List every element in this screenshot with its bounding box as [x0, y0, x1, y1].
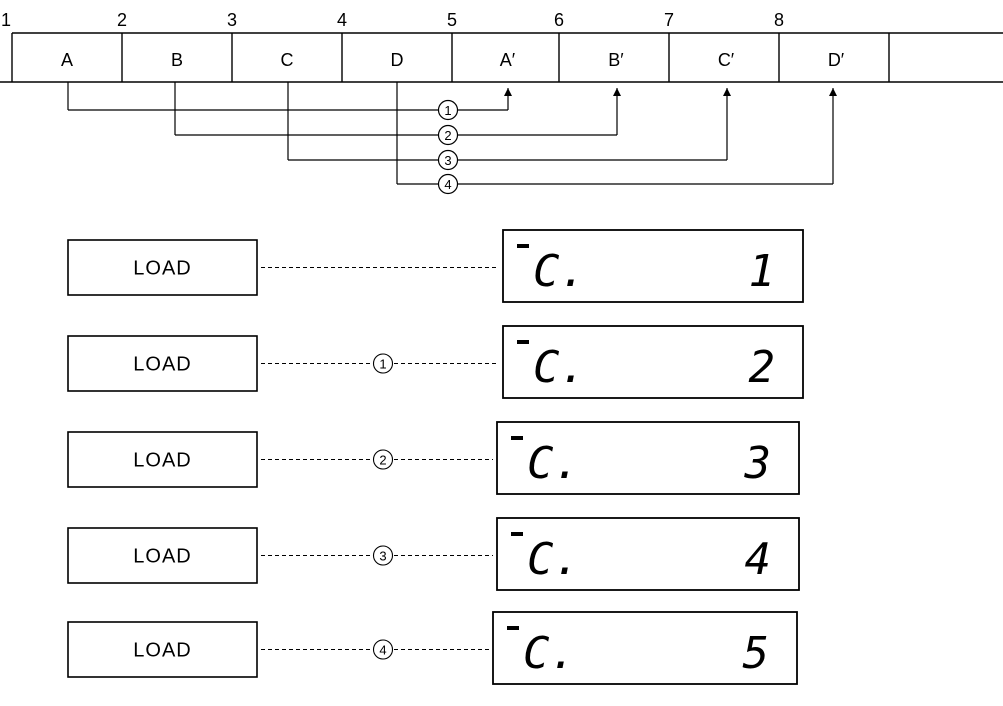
lcd-minus-segment [507, 626, 519, 630]
load-button-box [67, 527, 258, 584]
lcd-prefix: C. [533, 246, 586, 297]
load-button-box [67, 239, 258, 296]
lcd-display-box [502, 229, 804, 303]
lcd-minus-segment [517, 244, 529, 248]
lcd-prefix: C. [533, 342, 586, 393]
load-button-label: LOAD [133, 546, 191, 568]
step-marker-number: 1 [444, 103, 451, 118]
lcd-display-box [492, 611, 798, 685]
tape-position-number: 3 [227, 10, 237, 30]
tape-cell-label: B′ [608, 50, 624, 70]
lcd-value: 3 [744, 438, 772, 489]
step-marker-circle [372, 449, 394, 470]
transfer-connectors: 1 2 3 4 [67, 82, 837, 195]
lcd-value: 2 [749, 342, 776, 393]
load-step: LOAD 1 C. 2 [67, 325, 804, 399]
tape-cell-label: A [61, 50, 73, 70]
tape-cell-label: C [281, 50, 294, 70]
tape-position-number: 2 [117, 10, 127, 30]
lcd-minus-segment [511, 532, 523, 536]
tape-position-number: 8 [774, 10, 784, 30]
step-marker-number: 3 [444, 153, 451, 168]
load-step: LOAD 2 C. 3 [67, 421, 800, 495]
tape-cell-label: A′ [500, 50, 516, 70]
step-marker-circle [437, 173, 459, 195]
lcd-display-box [496, 517, 800, 591]
load-step: LOAD 3 C. 4 [67, 517, 800, 591]
load-button-box [67, 431, 258, 488]
step-marker-circle [437, 99, 459, 121]
tape-cell-label: D [391, 50, 404, 70]
lcd-prefix: C. [523, 628, 576, 679]
load-button-box [67, 335, 258, 392]
tape-position-number: 7 [664, 10, 674, 30]
load-button-label: LOAD [133, 354, 191, 376]
load-button-label: LOAD [133, 450, 191, 472]
lcd-prefix: C. [527, 438, 580, 489]
lcd-value: 4 [745, 534, 772, 585]
lcd-minus-segment [517, 340, 529, 344]
lcd-minus-segment [511, 436, 523, 440]
lcd-value: 1 [749, 246, 776, 297]
step-marker-circle [437, 149, 459, 171]
tape-cell-label: B [171, 50, 183, 70]
tape-cell-label: C′ [718, 50, 735, 70]
load-button-label: LOAD [133, 258, 191, 280]
lcd-display-box [502, 325, 804, 399]
step-marker-number: 2 [379, 453, 386, 468]
step-marker-circle [372, 353, 394, 374]
lcd-display-box [496, 421, 800, 495]
step-marker-number: 1 [379, 357, 386, 372]
step-marker-circle [437, 124, 459, 146]
tape-cell-label: D′ [828, 50, 845, 70]
lcd-prefix: C. [527, 534, 580, 585]
load-step: LOAD 4 C. 5 [67, 611, 798, 685]
step-marker-circle [372, 639, 394, 660]
tape-position-number: 5 [447, 10, 457, 30]
tape-position-number: 1 [1, 10, 11, 30]
tape-position-number: 6 [554, 10, 564, 30]
step-marker-number: 4 [444, 177, 451, 192]
memory-tape: 1 2 3 4 5 6 7 8A B C D A′ B′ C′ D′ [0, 10, 1003, 83]
load-step: LOAD C. 1 [67, 229, 804, 303]
step-marker-number: 4 [379, 643, 386, 658]
step-marker-number: 3 [379, 549, 386, 564]
step-marker-circle [372, 545, 394, 566]
load-button-box [67, 621, 258, 678]
tape-position-number: 4 [337, 10, 347, 30]
lcd-value: 5 [743, 628, 770, 679]
load-button-label: LOAD [133, 640, 191, 662]
step-marker-number: 2 [444, 128, 451, 143]
